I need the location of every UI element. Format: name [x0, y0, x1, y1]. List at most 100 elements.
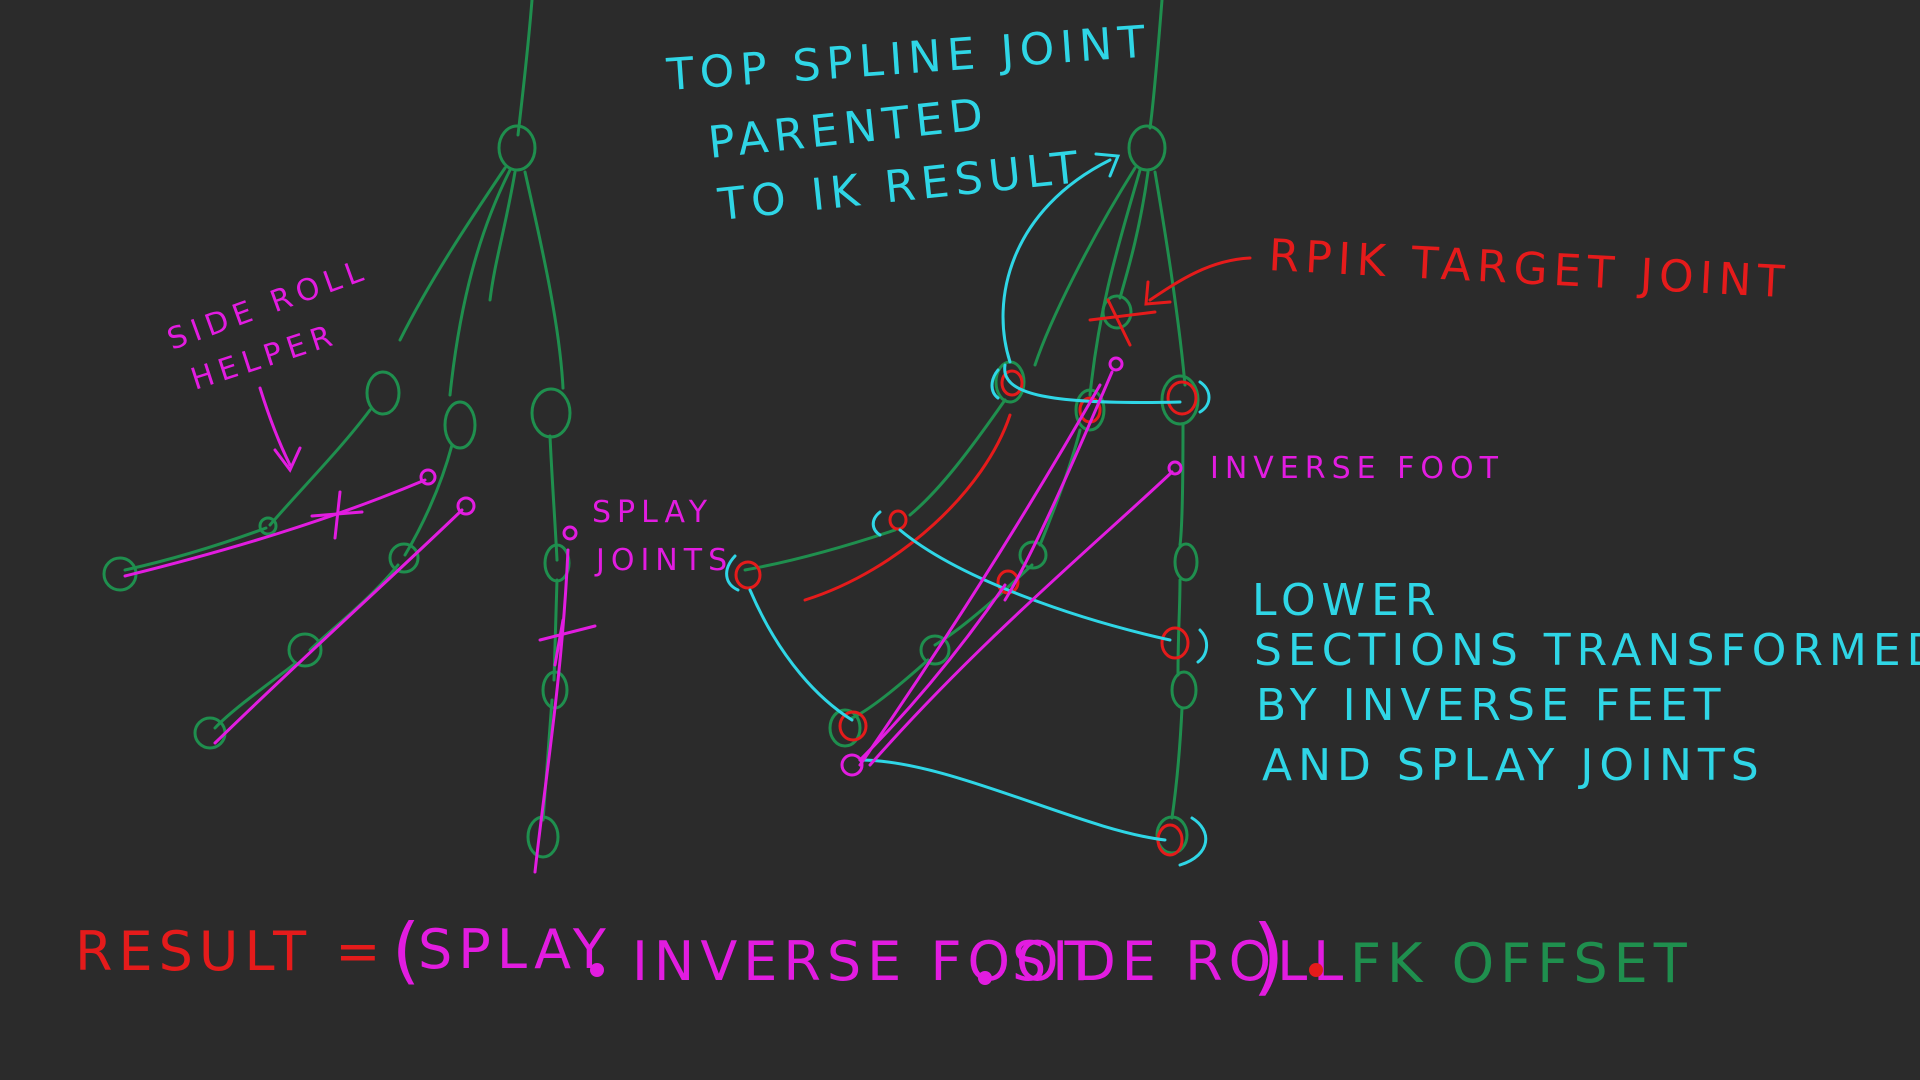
formula-dot-2: [978, 971, 992, 985]
ik-parent-arrow: [1001, 158, 1112, 364]
formula-result: RESULT =: [75, 920, 387, 983]
left-helpers: [123, 468, 597, 874]
left-bone-5: [268, 408, 372, 527]
right-joint-foot-r: [1160, 374, 1200, 426]
inverse-foot-joint: [1167, 460, 1183, 476]
cyan-bracket-2: [1198, 380, 1211, 414]
magenta-line-1: [1003, 370, 1114, 602]
inverse-foot-line: [868, 470, 1174, 767]
left-top-joint: [497, 124, 537, 172]
right-bone-5: [908, 398, 1007, 517]
side-roll-cross-h: [310, 510, 364, 518]
right-bone-9: [850, 658, 930, 720]
red-arc: [803, 413, 1012, 602]
left-helper-line-2: [213, 508, 464, 745]
right-joint-g1: [1018, 540, 1048, 570]
splay-cross-h: [538, 624, 597, 642]
magenta-line-3: [858, 583, 1007, 762]
left-bone-4: [523, 170, 565, 390]
left-rig: [102, 0, 572, 859]
right-joint-g5: [1170, 670, 1198, 710]
red-joint-5: [734, 560, 762, 590]
rpik-arrow-line: [1148, 256, 1252, 302]
left-bone-7: [548, 434, 559, 562]
formula-dot-3: [1309, 963, 1323, 977]
left-joint-e: [388, 542, 420, 574]
label-lower-4: AND SPLAY JOINTS: [1262, 740, 1765, 791]
right-top-joint: [1127, 124, 1167, 172]
right-bone-1: [1033, 166, 1137, 367]
magenta-line-2: [858, 383, 1102, 767]
rpik-target-cross-v: [1106, 298, 1132, 347]
right-bone-3: [1118, 170, 1150, 300]
splay-joint-marker: [562, 525, 578, 541]
formula-side-roll: SIDE ROLL: [1012, 930, 1349, 993]
left-helper-joint-2: [456, 496, 476, 516]
right-red-markers: [734, 256, 1252, 857]
left-joint-h: [287, 632, 323, 668]
label-splay-2: JOINTS: [594, 543, 733, 578]
red-joint-4: [888, 509, 908, 531]
cyan-bracket-5: [1196, 628, 1208, 664]
formula-close-paren: ): [1252, 907, 1291, 1005]
formula-open-paren: (: [392, 908, 426, 992]
label-lower-2: SECTIONS TRANSFORMED: [1254, 625, 1920, 676]
foot-ring: [1003, 363, 1182, 404]
right-bone-4: [1153, 170, 1187, 387]
left-bone-3: [488, 170, 517, 302]
formula-inverse-foot: INVERSE FOOT: [632, 930, 1104, 993]
annotations: TOP SPLINE JOINT PARENTED TO IK RESULT R…: [163, 16, 1920, 791]
red-joint-3: [1166, 380, 1198, 416]
cyan-link-3: [858, 758, 1167, 842]
right-bone-10: [1178, 423, 1185, 547]
cyan-bracket-1: [990, 368, 1000, 400]
label-inverse-foot: INVERSE FOOT: [1210, 451, 1504, 486]
side-roll-helper-line: [123, 478, 427, 578]
red-joint-1: [1000, 369, 1024, 397]
left-bone-2: [448, 168, 512, 397]
left-bone-1: [398, 166, 507, 342]
red-joint-7: [1160, 626, 1190, 660]
left-spine-bone: [516, 0, 534, 137]
right-cyan-links: [725, 152, 1211, 867]
formula-fk-offset: FK OFFSET: [1350, 932, 1693, 995]
cyan-bracket-3: [871, 510, 882, 537]
ik-parent-arrow-head: [1094, 152, 1121, 178]
formula-dot-1: [590, 963, 604, 977]
right-rig: [743, 0, 1200, 855]
right-joint-g3: [828, 708, 862, 748]
right-joint-rpik: [1101, 294, 1133, 330]
left-joint-b: [443, 400, 477, 450]
cyan-bracket-6: [1178, 816, 1208, 867]
magenta-helper-top: [1108, 356, 1124, 372]
left-bone-11: [552, 578, 559, 682]
left-joint-d: [258, 516, 278, 536]
right-joint-g6: [1155, 815, 1189, 855]
cyan-link-1: [898, 528, 1172, 642]
formula-splay: SPLAY: [418, 918, 612, 981]
side-roll-arrow: [258, 386, 302, 473]
magenta-foot-ring: [840, 753, 864, 777]
rpik-arrow-head: [1144, 280, 1172, 306]
label-lower-3: BY INVERSE FEET: [1256, 680, 1727, 731]
rpik-target-cross-h: [1088, 310, 1157, 322]
left-joint-f: [543, 543, 571, 583]
splay-line: [533, 548, 570, 874]
right-bone-12: [1170, 706, 1184, 820]
left-joint-a: [365, 370, 401, 416]
right-joint-g2: [919, 634, 951, 666]
label-lower-1: LOWER: [1252, 575, 1441, 626]
red-joint-8: [838, 710, 868, 742]
cyan-bracket-4: [725, 554, 740, 592]
left-bone-8: [123, 526, 268, 572]
cyan-link-2: [748, 588, 854, 722]
right-magenta-helpers: [840, 356, 1183, 777]
right-joint-g4: [1173, 542, 1199, 582]
formula: RESULT = ( SPLAY INVERSE FOOT SIDE ROLL …: [75, 907, 1693, 1005]
splay-cross-v: [553, 618, 565, 667]
right-joint-foot-m: [1074, 388, 1106, 432]
right-spine-bone: [1148, 0, 1164, 130]
side-roll-helper-joint: [419, 468, 437, 486]
